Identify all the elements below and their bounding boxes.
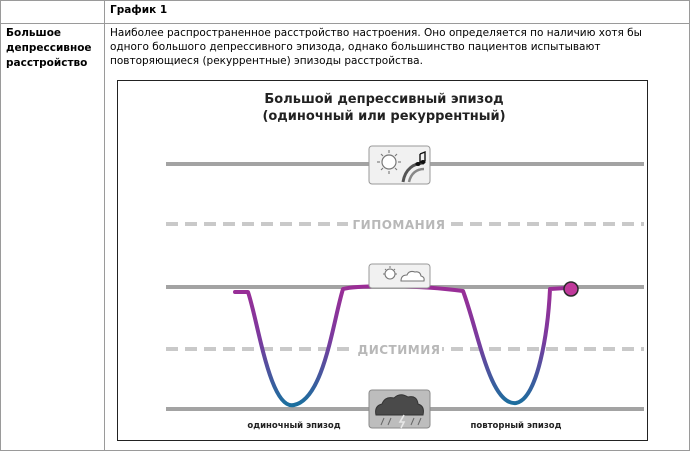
diagram-canvas: Большой депрессивный эпизод (одиночный и… <box>166 92 644 431</box>
table-header-row: График 1 <box>0 0 690 24</box>
repeat-episode-label: повторный эпизод <box>471 421 562 431</box>
storm-cloud-icon <box>368 389 431 429</box>
term-cell: Большое депрессивное расстройство <box>0 23 105 451</box>
description-text: Наиболее распространенное расстройство н… <box>110 27 642 67</box>
term-label: Большое депрессивное расстройство <box>6 27 92 69</box>
hypomania-label-bg <box>348 216 448 232</box>
end-marker <box>563 281 579 297</box>
sun-cloud-icon <box>368 263 431 289</box>
dysthymia-label-bg <box>354 341 442 357</box>
mood-episode-diagram: Большой депрессивный эпизод (одиночный и… <box>117 80 648 441</box>
diagram-title-line2: (одиночный или рекуррентный) <box>262 109 505 124</box>
header-empty-cell <box>0 0 105 24</box>
single-episode-label: одиночный эпизод <box>247 421 340 431</box>
diagram-title-line1: Большой депрессивный эпизод <box>264 92 503 107</box>
figure-caption: График 1 <box>104 0 690 24</box>
hypomania-label: ГИПОМАНИЯ <box>353 218 446 232</box>
dysthymia-label: ДИСТИМИЯ <box>358 343 441 357</box>
sun-music-icon <box>368 145 431 185</box>
